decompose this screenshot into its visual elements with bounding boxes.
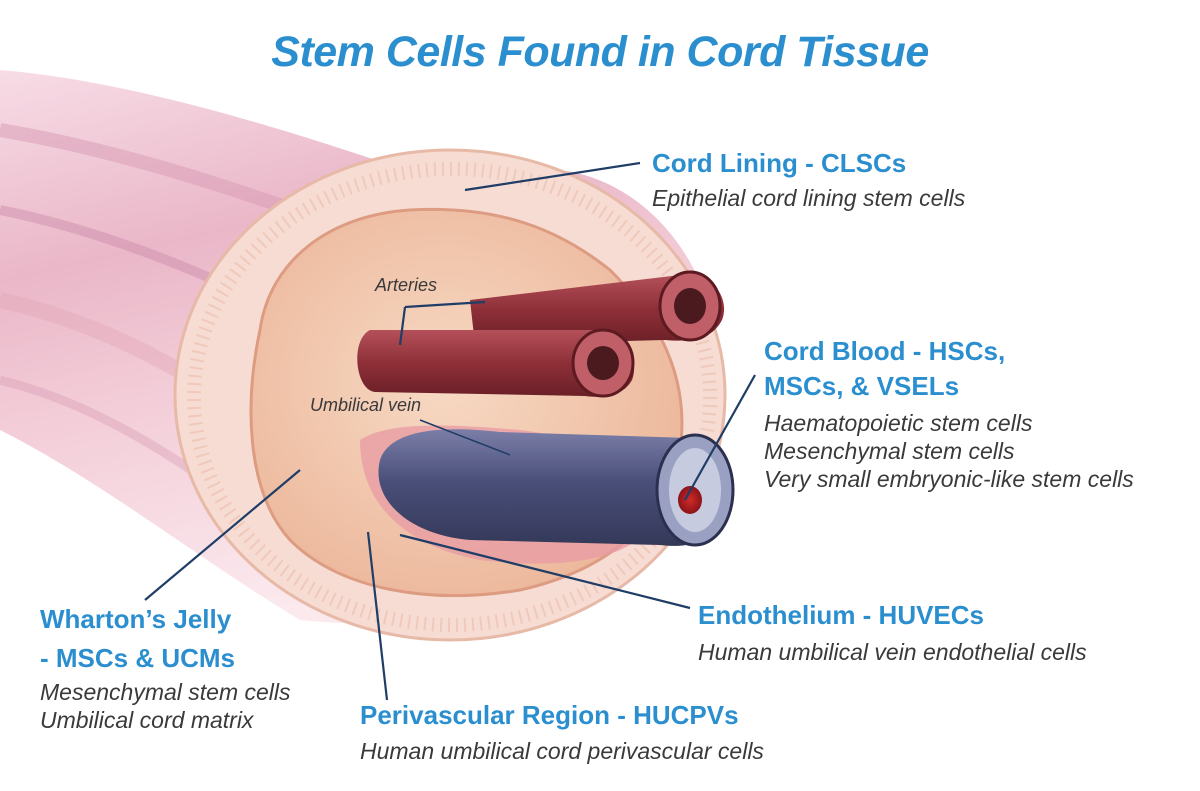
callout-whartons-jelly-heading-line1: Wharton’s Jelly: [40, 604, 232, 634]
callout-perivascular-heading: Perivascular Region - HUCPVs: [360, 700, 739, 730]
leader-perivascular: [366, 531, 389, 701]
callout-whartons-jelly-desc-2: Umbilical cord matrix: [40, 707, 254, 733]
callout-cord-lining-heading: Cord Lining - CLSCs: [652, 148, 907, 178]
label-arteries: Arteries: [375, 275, 438, 295]
leader-arteries-upper: [404, 300, 486, 309]
callout-cord-blood-desc-3: Very small embryonic-like stem cells: [764, 466, 1134, 492]
callout-cord-blood-heading-line1: Cord Blood - HSCs,: [764, 336, 1006, 366]
callout-whartons-jelly-desc-1: Mesenchymal stem cells: [40, 679, 291, 705]
callout-endothelium-desc: Human umbilical vein endothelial cells: [698, 639, 1087, 665]
umbilical-vein: [378, 429, 735, 547]
callout-perivascular-desc: Human umbilical cord perivascular cells: [360, 738, 764, 764]
callout-cord-lining-desc: Epithelial cord lining stem cells: [652, 185, 966, 211]
leader-cord-blood: [684, 374, 756, 501]
label-umbilical-vein: Umbilical vein: [310, 395, 422, 415]
callout-cord-blood-desc-2: Mesenchymal stem cells: [764, 438, 1015, 464]
callout-cord-blood-desc-1: Haematopoietic stem cells: [764, 410, 1033, 436]
artery-lower: [357, 328, 635, 398]
leader-cord-lining: [464, 161, 641, 192]
cord-cross-section: [173, 148, 727, 642]
leader-arteries-lower: [398, 306, 407, 346]
leader-lines: [144, 161, 756, 701]
page-title: Stem Cells Found in Cord Tissue: [271, 28, 929, 76]
callout-whartons-jelly-heading-line2: - MSCs & UCMs: [40, 643, 236, 673]
artery-upper: [470, 270, 725, 345]
callout-cord-blood-heading-line2: MSCs, & VSELs: [764, 371, 960, 401]
leader-umbilical-vein: [419, 419, 511, 456]
callout-endothelium-heading: Endothelium - HUVECs: [698, 600, 985, 630]
leader-endothelium: [399, 533, 691, 610]
leader-whartons-jelly: [144, 469, 301, 601]
